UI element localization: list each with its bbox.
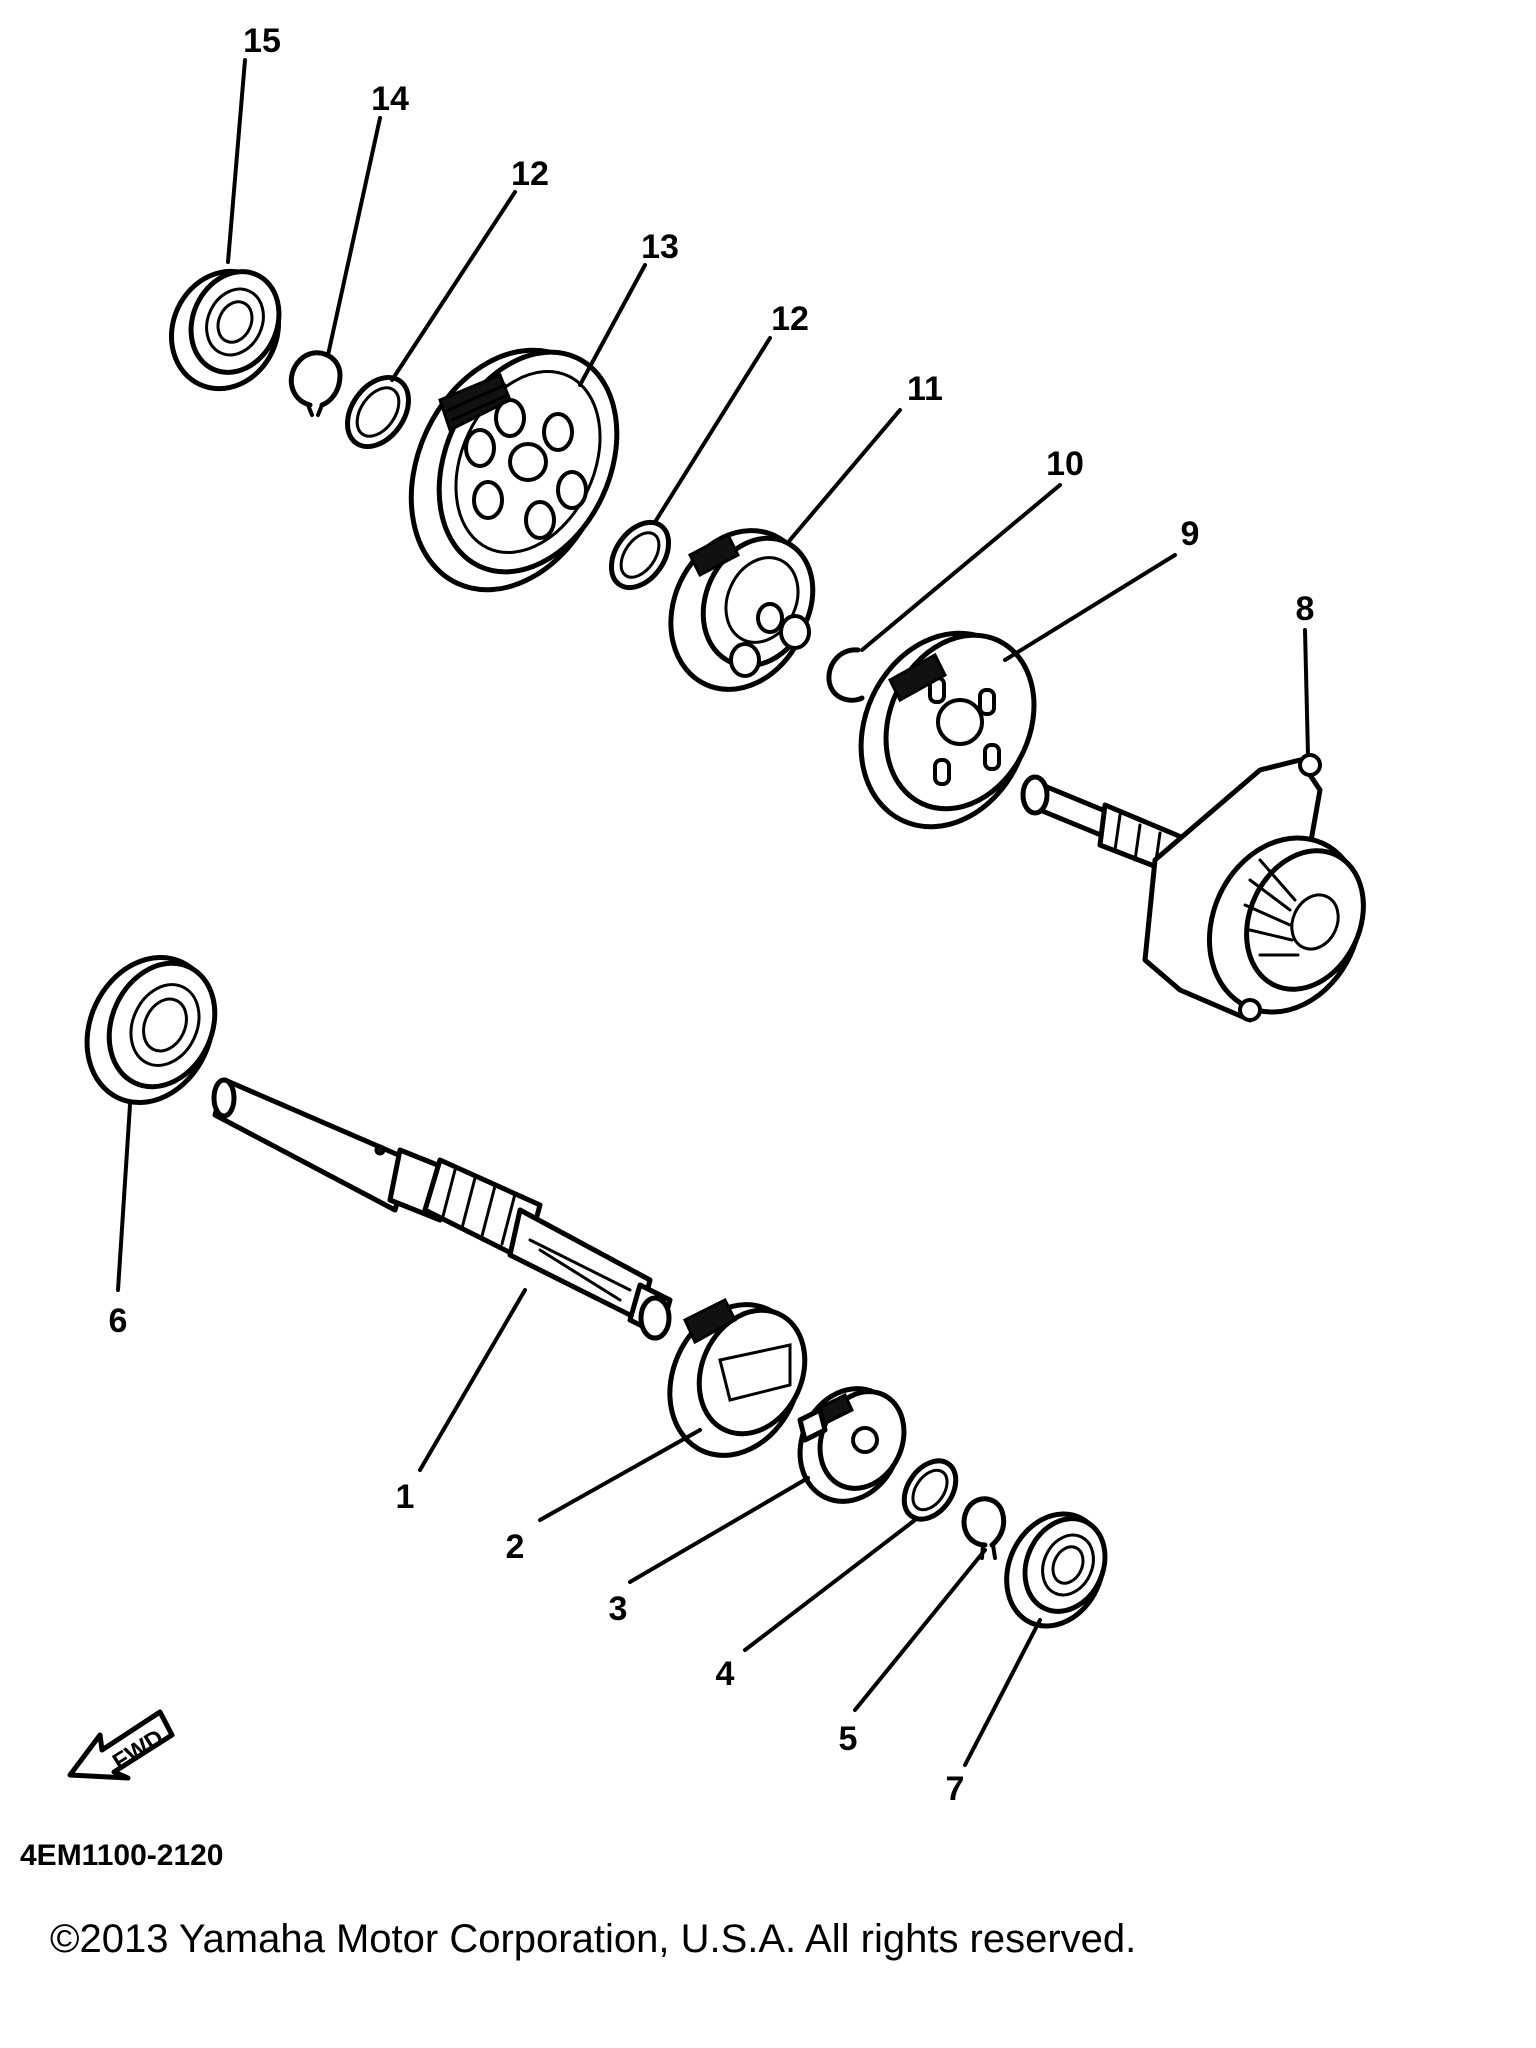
leader-4: [743, 1518, 917, 1652]
leader-5: [853, 1548, 987, 1712]
label-4: 4: [716, 1655, 735, 1693]
leader-3: [628, 1476, 810, 1584]
label-10: 10: [1046, 445, 1084, 483]
label-12b: 12: [771, 300, 809, 338]
label-14: 14: [371, 80, 409, 118]
leader-15: [226, 58, 247, 264]
part-labels: 15 14 12 13 12 11 10 9 8 6 1 2 3 4 5 7: [109, 22, 1315, 1808]
label-11: 11: [907, 370, 943, 408]
label-7: 7: [946, 1770, 965, 1808]
label-5: 5: [839, 1720, 858, 1758]
leader-8: [1303, 628, 1310, 757]
part-14-circlip: [288, 350, 343, 417]
label-1: 1: [396, 1478, 415, 1516]
leader-1: [418, 1288, 527, 1472]
part-3-gear: [797, 1386, 907, 1504]
copyright-notice: ©2013 Yamaha Motor Corporation, U.S.A. A…: [50, 1917, 1136, 1961]
part-13-gear: [408, 347, 620, 593]
label-6: 6: [109, 1302, 128, 1340]
label-8: 8: [1296, 590, 1315, 628]
leader-12b: [653, 336, 772, 524]
part-6-bearing: [84, 954, 218, 1106]
label-2: 2: [506, 1528, 525, 1566]
leader-11: [788, 408, 902, 542]
label-3: 3: [609, 1590, 628, 1628]
leader-7: [963, 1618, 1042, 1767]
leader-9: [1003, 553, 1177, 662]
leader-2: [538, 1428, 702, 1522]
label-15: 15: [243, 22, 281, 60]
leader-6: [116, 1103, 132, 1292]
label-9: 9: [1181, 515, 1200, 553]
leader-lines: [116, 58, 1310, 1767]
label-13: 13: [641, 228, 679, 266]
part-7-bearing: [1004, 1511, 1108, 1629]
part-9-gear-plate: [858, 630, 1037, 830]
leader-13: [578, 263, 647, 387]
leader-12a: [390, 190, 517, 382]
leader-14: [326, 116, 382, 357]
leader-10: [860, 483, 1062, 652]
label-12a: 12: [511, 155, 549, 193]
part-10-circlip: [826, 647, 865, 703]
drawing-code: 4EM1100-2120: [20, 1839, 224, 1872]
part-11-clutch: [668, 528, 816, 692]
part-15-bearing: [168, 268, 282, 392]
part-12a-washer: [345, 374, 411, 450]
part-12b-washer: [608, 519, 672, 591]
part-2-hub: [667, 1297, 808, 1458]
part-4-washer: [901, 1458, 959, 1522]
part-1-main-shaft: [211, 1077, 673, 1341]
part-8-shaft-assembly: [1020, 753, 1366, 1023]
fwd-arrow-icon: FWD: [67, 1709, 175, 1781]
